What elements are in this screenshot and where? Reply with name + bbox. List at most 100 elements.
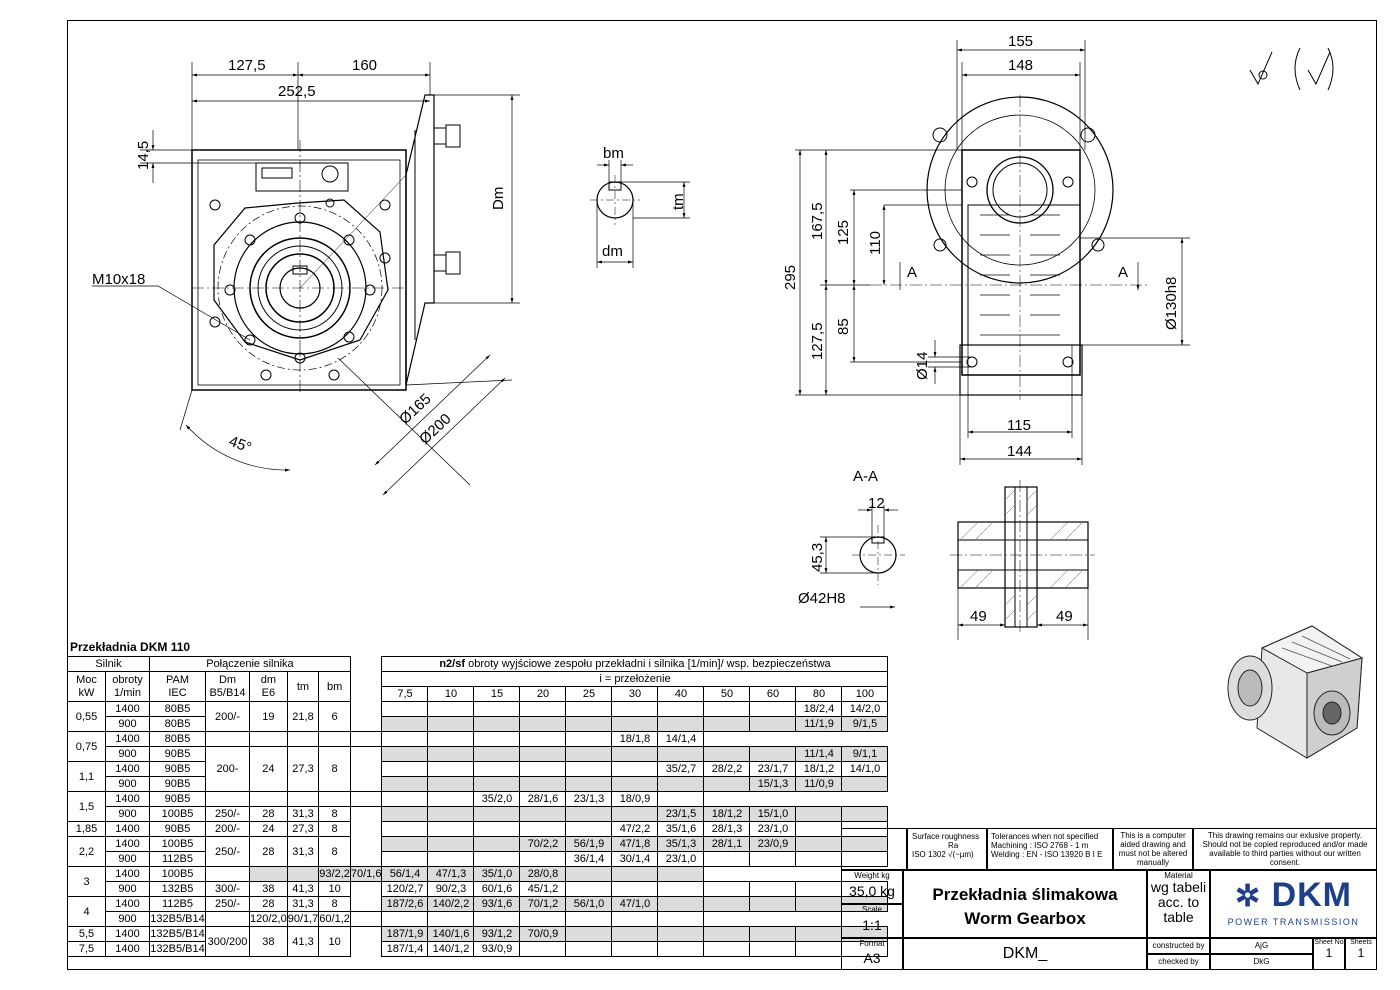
section-mark-a-left: A xyxy=(907,264,917,281)
cell-pam: 112B5 xyxy=(149,851,206,867)
cell-rpm: 1400 xyxy=(105,821,150,837)
cell-rpm: 1400 xyxy=(105,836,150,852)
dim-85: 85 xyxy=(835,318,852,335)
shaft-key-view xyxy=(590,160,690,268)
tb-scale: Scale 1:1 xyxy=(841,904,903,938)
dkm-logo: ✲ DKM POWER TRANSMISSION xyxy=(1210,870,1377,938)
cell-output-speed xyxy=(611,881,659,897)
table-title: Przekładnia DKM 110 xyxy=(70,640,191,654)
cell-output-speed xyxy=(349,791,383,807)
ratio-header-cell: 30 xyxy=(611,686,659,702)
tb-blank xyxy=(841,828,907,870)
cell-output-speed xyxy=(473,746,521,762)
cell-output-speed: 14/1,0 xyxy=(841,761,889,777)
cell-output-speed xyxy=(519,761,567,777)
cell-output-speed xyxy=(427,761,475,777)
dim-295: 295 xyxy=(782,265,799,290)
cell-output-speed xyxy=(565,716,613,732)
cell-dm-e6: 38 xyxy=(249,926,288,957)
drawing-sheet xyxy=(67,20,1377,970)
cell-output-speed xyxy=(565,926,613,942)
cell-output-speed xyxy=(611,806,659,822)
cell-dm: 300/200 xyxy=(205,926,250,957)
cell-output-speed: 70/1,2 xyxy=(519,896,567,912)
cell-output-speed: 47/2,2 xyxy=(611,821,659,837)
dim-155: 155 xyxy=(1008,33,1033,50)
ratio-header-cell: 25 xyxy=(565,686,613,702)
cell-dm-e6: 24 xyxy=(249,821,288,837)
cell-output-speed: 18/1,8 xyxy=(611,731,659,747)
cell-output-speed: 140/1,6 xyxy=(427,926,475,942)
cell-output-speed: 28/1,1 xyxy=(703,836,751,852)
label-m10x18: M10x18 xyxy=(92,271,145,288)
dim-127-5: 127,5 xyxy=(228,57,266,74)
cell-rpm: 1400 xyxy=(105,941,150,957)
tb-tolerances: Tolerances when not specified Machining … xyxy=(987,828,1113,870)
cell-output-speed xyxy=(519,821,567,837)
cell-output-speed xyxy=(611,776,659,792)
cell-output-speed xyxy=(519,806,567,822)
cell-output-speed xyxy=(427,806,475,822)
cell-output-speed: 93/1,2 xyxy=(473,926,521,942)
cell-output-speed: 35/2,7 xyxy=(657,761,705,777)
cell-pam: 80B5 xyxy=(149,731,206,747)
cell-output-speed xyxy=(657,896,705,912)
cell-output-speed: 23/1,7 xyxy=(749,761,797,777)
cell-rpm: 1400 xyxy=(105,731,150,747)
cell-output-speed xyxy=(381,911,429,927)
cell-tm: 31,3 xyxy=(286,836,320,867)
cell-output-speed xyxy=(657,716,705,732)
cell-output-speed xyxy=(473,911,521,927)
cell-output-speed xyxy=(565,881,613,897)
cell-output-speed xyxy=(519,911,567,927)
dim-bm: bm xyxy=(603,145,624,162)
cell-bm: 8 xyxy=(318,806,351,822)
cell-rpm: 900 xyxy=(105,806,150,822)
cell-output-speed xyxy=(703,881,751,897)
header-dm-e6: dm xyxy=(260,673,276,686)
cell-output-speed xyxy=(519,851,567,867)
cell-output-speed: 187/1,4 xyxy=(381,941,429,957)
tb-sheets: Sheets 1 xyxy=(1345,938,1377,970)
cell-output-speed xyxy=(473,761,521,777)
cell-output-speed xyxy=(427,731,475,747)
cell-output-speed: 70/0,9 xyxy=(519,926,567,942)
cell-pam: 132B5 xyxy=(149,881,206,897)
cell-output-speed xyxy=(703,896,751,912)
tb-cad-note: This is a computer aided drawing and mus… xyxy=(1113,828,1193,870)
cell-tm: 21,8 xyxy=(286,701,320,732)
cell-output-speed xyxy=(703,851,751,867)
cell-output-speed: 90/1,7 xyxy=(286,911,320,927)
cell-output-speed: 47/1,3 xyxy=(427,866,475,882)
tb-property-note: This drawing remains our exlusive proper… xyxy=(1193,828,1377,870)
cell-output-speed xyxy=(611,716,659,732)
cell-output-speed: 9/1,1 xyxy=(841,746,889,762)
cell-output-speed xyxy=(657,941,705,957)
dim-d42h8: Ø42H8 xyxy=(798,590,846,607)
ratio-header-cell: 100 xyxy=(841,686,889,702)
cell-output-speed xyxy=(795,896,843,912)
title-pl: Przekładnia ślimakowa xyxy=(932,885,1118,904)
dim-d14: Ø14 xyxy=(914,352,931,380)
header-tm: tm xyxy=(286,671,320,702)
ratio-header-cell: 10 xyxy=(427,686,475,702)
front-view xyxy=(191,94,461,395)
cell-pam: 112B5 xyxy=(149,896,206,912)
cell-output-speed: 18/1,2 xyxy=(703,806,751,822)
cell-output-speed xyxy=(657,791,705,807)
cell-output-speed: 23/1,5 xyxy=(657,806,705,822)
cell-dm: 250/- xyxy=(205,806,250,822)
cell-dm: 250/- xyxy=(205,836,250,867)
cell-tm: 31,3 xyxy=(286,806,320,822)
cell-rpm: 900 xyxy=(105,851,150,867)
cell-output-speed xyxy=(657,701,705,717)
gearbox-3d-view xyxy=(1227,625,1364,759)
ratio-header-cell: 20 xyxy=(519,686,567,702)
header-silnik: Silnik xyxy=(67,656,150,672)
cell-output-speed xyxy=(381,836,429,852)
